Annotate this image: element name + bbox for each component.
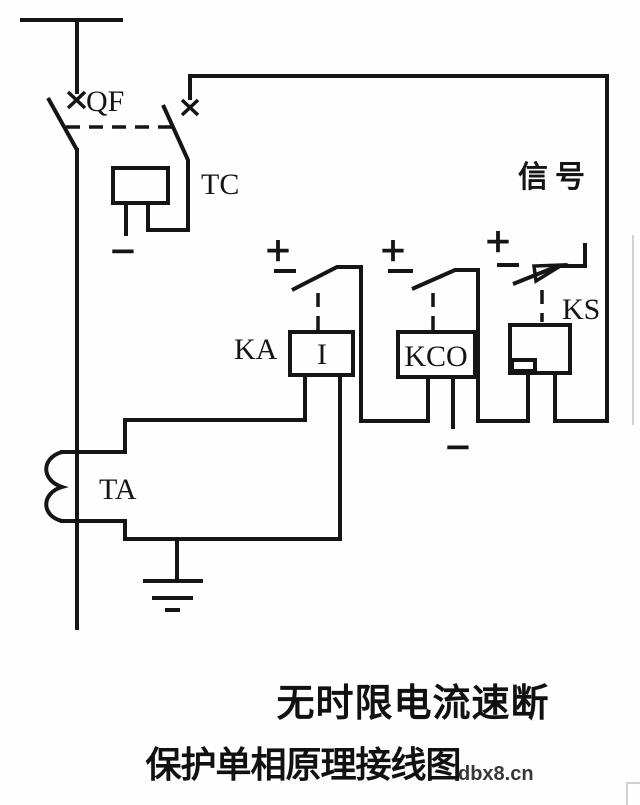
ks-label: KS [562,293,600,326]
ka-label: KA [234,333,278,366]
contact-cross-icon [66,90,87,110]
plus-sign: + [264,230,293,270]
kco-coil-box [396,330,477,429]
qf-aux-contact-symbol [146,74,609,423]
trip-coil-box [111,166,170,236]
watermark-text: dbx8.cn [458,763,534,785]
plus-sign: + [484,221,513,261]
scan-artifact-corner [626,782,640,805]
ka-contact-symbol [274,265,430,423]
ka-coil-value: I [317,338,327,371]
kco-label: KCO [404,340,467,373]
plus-sign: + [379,230,408,270]
contact-cross-icon [180,98,200,117]
qf-label: QF [86,85,124,118]
ks-coil-notch [510,358,537,373]
ta-label: TA [99,473,137,506]
busbar [20,18,123,94]
qf-breaker-symbol [46,90,176,630]
minus-sign: − [444,427,473,467]
ks-coil-box [508,323,572,375]
minus-sign: − [109,231,138,271]
ka-coil-box [288,330,355,377]
caption-line-1: 无时限电流速断 [276,683,549,725]
tc-label: TC [201,168,239,201]
ks-reset-flag-icon [532,263,569,284]
caption-line-2: 保护单相原理接线图 [145,745,460,785]
kco-contact-symbol [388,268,530,423]
current-transformer-symbol [44,375,342,541]
ks-contact-symbol [497,243,587,322]
signal-label: 信号 [518,161,592,194]
ground-icon [143,539,203,612]
